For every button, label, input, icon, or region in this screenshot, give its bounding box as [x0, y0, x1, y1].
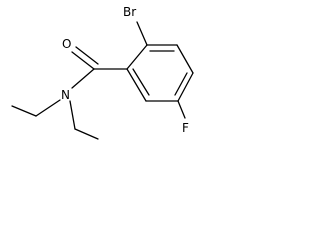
chemical-structure-diagram: Br F O N [11, 5, 194, 140]
ring-bond-c3-c4 [176, 44, 194, 74]
ring-double-bond-c4-c5 [174, 72, 188, 96]
bond-c2-br [136, 21, 148, 46]
carbonyl-double-bond-2 [75, 46, 99, 65]
carbonyl-double-bond-1 [71, 51, 95, 70]
ring-bond-c4-c5 [177, 72, 194, 102]
ring-bond-c1-c2 [126, 44, 148, 70]
ring-double-bond-c6-c1 [132, 68, 150, 96]
ring-bond-c6-c1 [126, 68, 147, 102]
bond-ethyl2-ch2-ch3 [74, 128, 99, 140]
atom-label-oxygen: O [62, 37, 71, 51]
bond-n-ethyl2-ch2 [69, 100, 76, 130]
atom-label-nitrogen: N [61, 88, 70, 102]
atom-label-bromine: Br [123, 5, 136, 19]
benzene-ring [126, 44, 194, 102]
bond-ethyl1-ch2-ch3 [11, 105, 37, 117]
bond-carbonyl-n [71, 68, 95, 89]
bond-c5-f [177, 100, 186, 119]
bond-n-ethyl1-ch2 [35, 99, 61, 117]
atom-label-fluorine: F [182, 121, 189, 135]
